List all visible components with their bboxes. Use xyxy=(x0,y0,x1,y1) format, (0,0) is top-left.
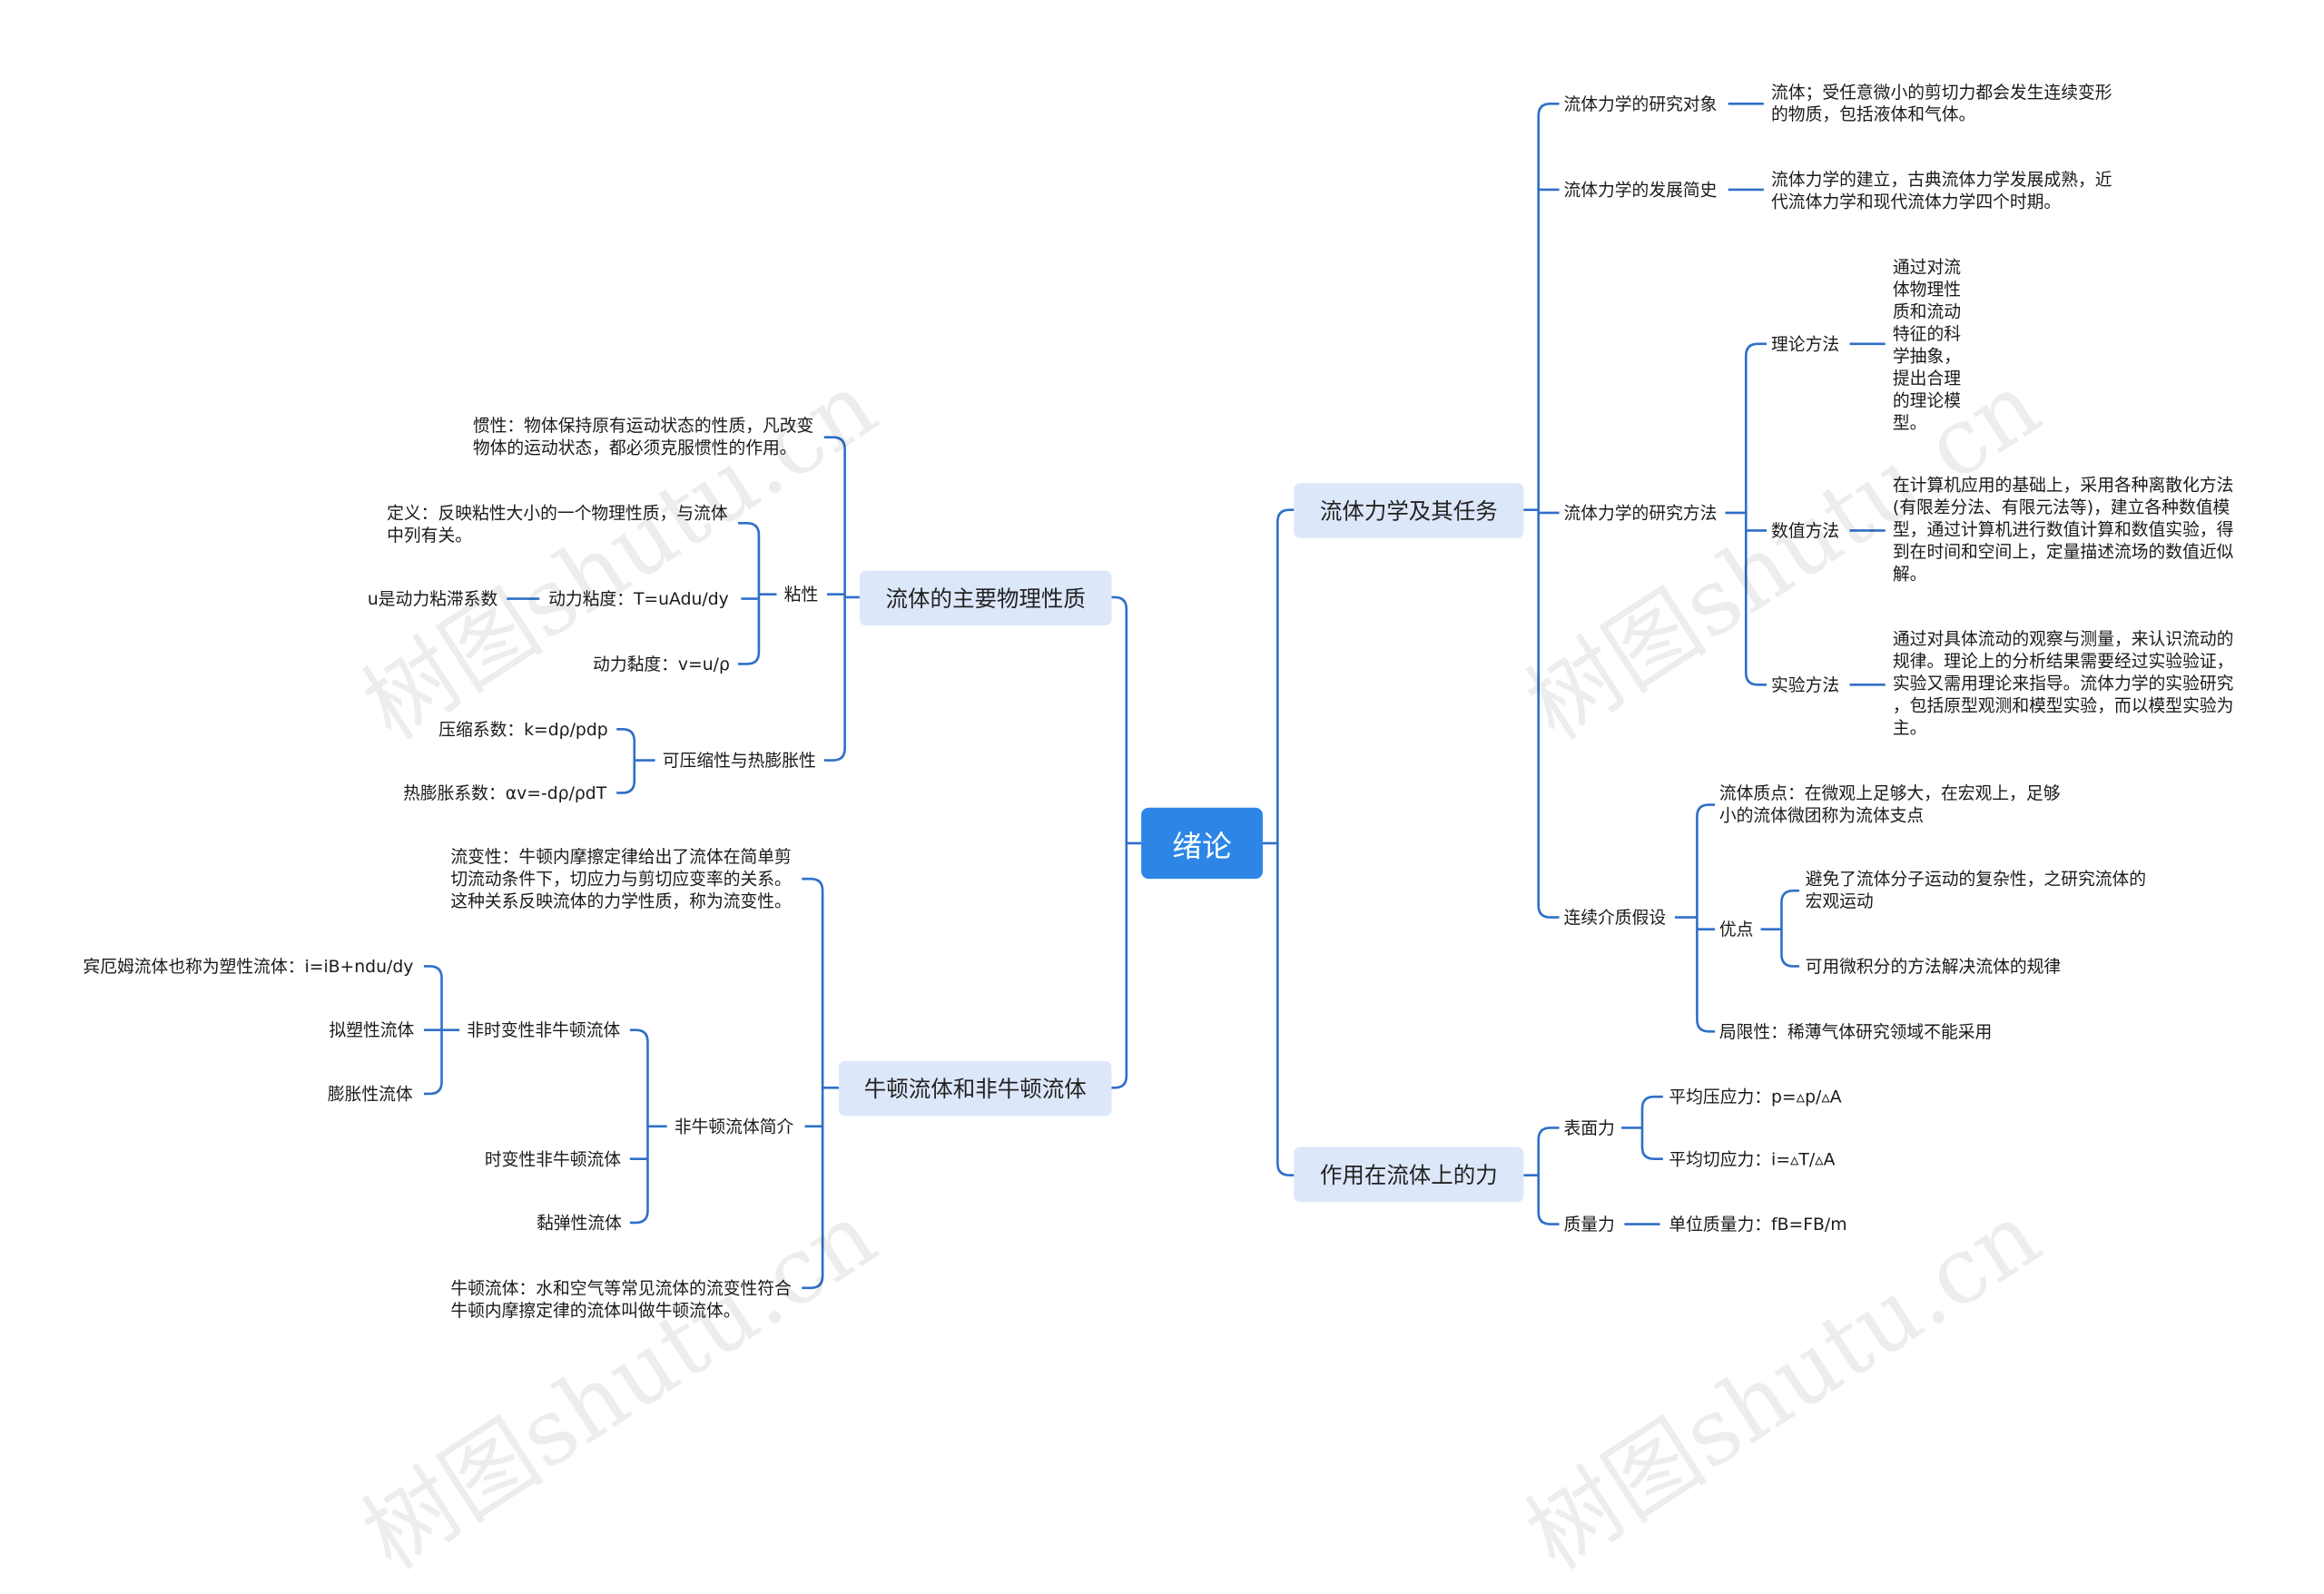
node-unit-mass-force[interactable]: 单位质量力：fB=FB/m xyxy=(1669,1214,1847,1235)
node-theory-text[interactable]: 通过对流 体物理性 质和流动 特征的科 学抽象， 提出合理 的理论模 型。 xyxy=(1892,256,1961,433)
topic-label: 流体的主要物理性质 xyxy=(885,585,1086,613)
node-dynamic-viscosity[interactable]: 动力粘度：T=uAdu/dy xyxy=(548,588,729,610)
topic-physical-properties[interactable]: 流体的主要物理性质 xyxy=(859,570,1112,625)
node-avg-shear[interactable]: 平均切应力：i=▵T/▵A xyxy=(1669,1148,1836,1170)
node-thermal-expansion[interactable]: 热膨胀系数：αv=-dρ/ρdT xyxy=(403,782,607,803)
node-time-independent[interactable]: 非时变性非牛顿流体 xyxy=(467,1019,621,1041)
node-rheology[interactable]: 流变性：牛顿内摩擦定律给出了流体在简单剪 切流动条件下，切应力与剪切应变率的关系… xyxy=(450,846,792,912)
node-numeric-text[interactable]: 在计算机应用的基础上，采用各种离散化方法 (有限差分法、有限元法等)，建立各种数… xyxy=(1892,474,2234,585)
root-label: 绪论 xyxy=(1172,827,1232,864)
node-compressibility[interactable]: 可压缩性与热膨胀性 xyxy=(662,750,816,771)
node-history[interactable]: 流体力学的发展简史 xyxy=(1563,179,1718,201)
node-research-object-text[interactable]: 流体；受任意微小的剪切力都会发生连续变形 的物质，包括液体和气体。 xyxy=(1771,81,2112,125)
node-non-newtonian[interactable]: 非牛顿流体简介 xyxy=(674,1116,794,1137)
node-viscosity-def[interactable]: 定义：反映粘性大小的一个物理性质，与流体 中列有关。 xyxy=(387,502,728,546)
topic-label: 牛顿流体和非牛顿流体 xyxy=(863,1076,1087,1103)
node-viscosity[interactable]: 粘性 xyxy=(783,584,819,605)
node-mu[interactable]: u是动力粘滞系数 xyxy=(367,588,498,610)
node-experiment-text[interactable]: 通过对具体流动的观察与测量，来认识流动的 规律。理论上的分析结果需要经过实验验证… xyxy=(1892,628,2234,739)
node-avg-pressure[interactable]: 平均压应力：p=▵p/▵A xyxy=(1669,1086,1842,1107)
node-theory-method[interactable]: 理论方法 xyxy=(1771,333,1840,355)
node-newtonian[interactable]: 牛顿流体：水和空气等常见流体的流变性符合 牛顿内摩擦定律的流体叫做牛顿流体。 xyxy=(450,1277,792,1321)
node-pseudoplastic[interactable]: 拟塑性流体 xyxy=(329,1019,415,1041)
node-surface-force[interactable]: 表面力 xyxy=(1563,1117,1615,1138)
node-research-object[interactable]: 流体力学的研究对象 xyxy=(1563,93,1718,114)
root-topic[interactable]: 绪论 xyxy=(1141,807,1264,880)
node-mass-force[interactable]: 质量力 xyxy=(1563,1214,1615,1235)
connector-lines xyxy=(423,102,1886,1290)
topic-newtonian-fluids[interactable]: 牛顿流体和非牛顿流体 xyxy=(839,1060,1112,1117)
node-dilatant[interactable]: 膨胀性流体 xyxy=(327,1083,413,1105)
node-limitation[interactable]: 局限性：稀薄气体研究领域不能采用 xyxy=(1718,1020,1993,1042)
node-kinematic-viscosity[interactable]: 动力黏度：v=u/ρ xyxy=(593,653,730,674)
topic-forces[interactable]: 作用在流体上的力 xyxy=(1294,1146,1524,1203)
node-bingham[interactable]: 宾厄姆流体也称为塑性流体：i=iB+ndu/dy xyxy=(83,956,414,977)
node-fluid-particle[interactable]: 流体质点：在微观上足够大，在宏观上，足够 小的流体微团称为流体支点 xyxy=(1718,782,2061,826)
node-continuum[interactable]: 连续介质假设 xyxy=(1563,907,1667,929)
mind-map: 绪论 流体力学及其任务 作用在流体上的力 流体的主要物理性质 牛顿流体和非牛顿流… xyxy=(83,81,2234,1590)
topic-fluid-mechanics-tasks[interactable]: 流体力学及其任务 xyxy=(1294,483,1524,538)
node-merit[interactable]: 优点 xyxy=(1718,919,1754,940)
node-experiment-method[interactable]: 实验方法 xyxy=(1771,674,1840,695)
node-viscoelastic[interactable]: 黏弹性流体 xyxy=(537,1212,622,1234)
node-time-dependent[interactable]: 时变性非牛顿流体 xyxy=(484,1148,622,1170)
node-inertia[interactable]: 惯性：物体保持原有运动状态的性质，凡改变 物体的运动状态，都必须克服惯性的作用。 xyxy=(472,415,814,458)
node-merit-a[interactable]: 避免了流体分子运动的复杂性，之研究流体的 宏观运动 xyxy=(1805,868,2147,912)
node-research-methods[interactable]: 流体力学的研究方法 xyxy=(1563,502,1718,524)
node-merit-b[interactable]: 可用微积分的方法解决流体的规律 xyxy=(1805,956,2062,977)
topic-label: 流体力学及其任务 xyxy=(1319,497,1498,525)
node-compress-coef[interactable]: 压缩系数：k=dρ/pdp xyxy=(438,718,608,740)
node-numeric-method[interactable]: 数值方法 xyxy=(1771,520,1840,541)
node-history-text[interactable]: 流体力学的建立，古典流体力学发展成熟，近 代流体力学和现代流体力学四个时期。 xyxy=(1771,169,2112,212)
topic-label: 作用在流体上的力 xyxy=(1319,1161,1498,1189)
